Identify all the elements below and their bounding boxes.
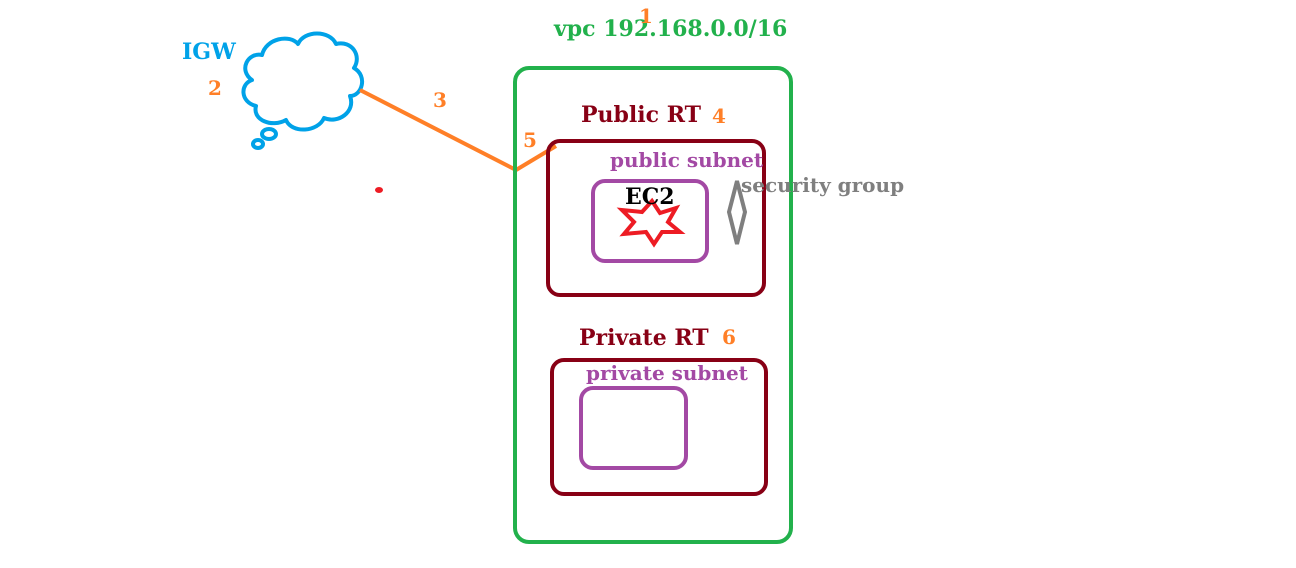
public-subnet-label: public subnet bbox=[610, 148, 764, 172]
red-dot bbox=[375, 187, 383, 193]
marker-2: 2 bbox=[208, 76, 222, 100]
private-subnet-label: private subnet bbox=[586, 361, 748, 385]
security-group-label: security group bbox=[741, 173, 905, 197]
public-rt-label: Public RT bbox=[581, 102, 701, 128]
private-subnet-box bbox=[579, 386, 688, 470]
igw-cloud-icon bbox=[241, 31, 365, 150]
marker-6: 6 bbox=[722, 325, 736, 349]
marker-5: 5 bbox=[523, 128, 537, 152]
public-rt-box bbox=[546, 139, 766, 297]
marker-3: 3 bbox=[433, 88, 447, 112]
vpc-label: vpc 192.168.0.0/16 bbox=[554, 16, 788, 42]
igw-label: IGW bbox=[182, 39, 236, 65]
ec2-label: EC2 bbox=[625, 184, 675, 210]
ec2-star-icon bbox=[616, 197, 686, 248]
marker-1: 1 bbox=[639, 4, 653, 28]
public-subnet-box bbox=[591, 179, 709, 263]
security-group-icon bbox=[726, 180, 748, 245]
private-rt-label: Private RT bbox=[579, 325, 709, 351]
vpc-box bbox=[513, 66, 793, 544]
private-rt-box bbox=[550, 358, 768, 496]
marker-4: 4 bbox=[712, 104, 726, 128]
